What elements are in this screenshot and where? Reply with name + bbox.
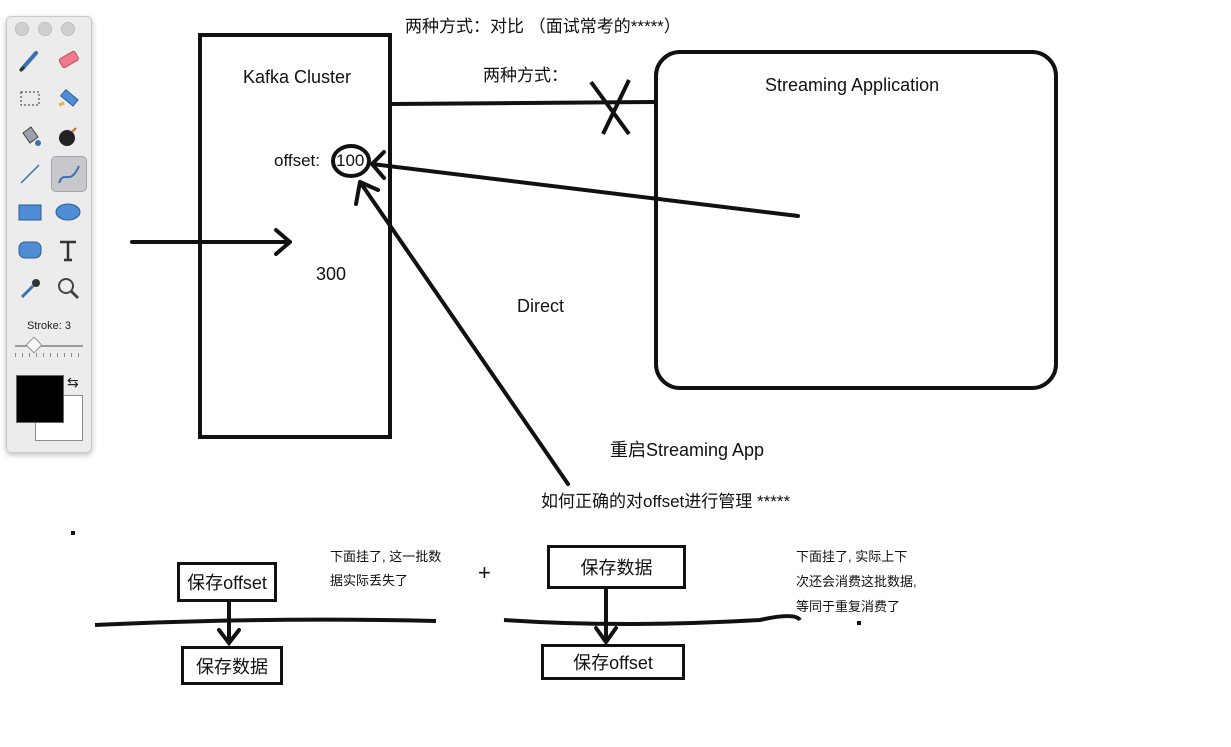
kafka-cluster-box xyxy=(198,33,392,439)
foreground-color-well[interactable] xyxy=(16,375,64,423)
close-button[interactable] xyxy=(15,22,29,36)
rounded-rectangle-tool[interactable] xyxy=(13,233,47,267)
ellipse-icon xyxy=(55,203,81,221)
ellipse-tool[interactable] xyxy=(51,195,85,229)
left-save-offset-box: 保存offset xyxy=(177,562,277,602)
streaming-app-label: Streaming Application xyxy=(765,75,940,95)
zoom-button[interactable] xyxy=(61,22,75,36)
right-note-line3: 等同于重复消费了 xyxy=(796,599,901,614)
direct-label: Direct xyxy=(517,296,565,316)
kafka-cluster-label: Kafka Cluster xyxy=(243,67,352,87)
highlighter-icon xyxy=(58,88,79,107)
left-horizon-line xyxy=(94,617,437,627)
stroke-slider[interactable] xyxy=(15,345,83,347)
eraser-icon xyxy=(58,50,79,69)
heading-text: 两种方式：对比 （面试常考的*****） xyxy=(405,17,681,36)
eraser-tool[interactable] xyxy=(51,43,85,77)
count-value: 300 xyxy=(316,264,347,284)
selection-tool[interactable] xyxy=(13,81,47,115)
paint-bucket-tool[interactable] xyxy=(13,119,47,153)
app-to-offset-arrow xyxy=(370,150,800,218)
zoom-icon xyxy=(58,278,80,300)
manage-offset-label: 如何正确的对offset进行管理 ***** xyxy=(541,492,791,511)
curve-tool[interactable] xyxy=(51,156,87,192)
right-note-line1: 下面挂了, 实际上下 xyxy=(796,549,908,564)
curve-icon xyxy=(58,165,80,184)
rounded-rectangle-icon xyxy=(18,241,42,259)
stroke-label: Stroke: 3 xyxy=(26,320,72,332)
connection-line xyxy=(391,100,657,106)
offset-circle xyxy=(331,144,371,178)
tool-palette: Stroke: 3 ⇆ xyxy=(6,16,92,453)
left-down-arrow xyxy=(217,600,241,647)
highlighter-tool[interactable] xyxy=(51,81,85,115)
text-tool[interactable] xyxy=(51,233,85,267)
selection-icon xyxy=(20,91,40,106)
swap-colors-icon[interactable]: ⇆ xyxy=(67,374,79,390)
two-ways-label: 两种方式： xyxy=(483,66,568,85)
right-note-line2: 次还会消费这批数据, xyxy=(796,574,917,589)
input-arrow xyxy=(130,228,292,256)
text-icon xyxy=(60,240,76,262)
offset-label: offset: xyxy=(274,151,320,170)
stray-dot xyxy=(857,621,861,625)
stroke-slider-ticks xyxy=(15,353,83,357)
restart-label: 重启Streaming App xyxy=(610,440,765,460)
brush-tool[interactable] xyxy=(13,43,47,77)
window-controls xyxy=(15,22,75,36)
right-save-offset-box: 保存offset xyxy=(541,644,685,680)
right-save-data-box: 保存数据 xyxy=(547,545,686,589)
left-note-line1: 下面挂了, 这一批数 xyxy=(330,549,442,564)
bomb-icon xyxy=(59,127,77,146)
brush-icon xyxy=(18,51,38,73)
restart-arrow xyxy=(354,180,570,486)
right-horizon-line xyxy=(503,614,802,626)
streaming-app-box xyxy=(654,50,1058,390)
line-icon xyxy=(20,164,40,184)
rectangle-icon xyxy=(18,204,42,221)
eyedropper-icon xyxy=(20,279,40,299)
eyedropper-tool[interactable] xyxy=(13,271,47,305)
plus-sign: + xyxy=(478,560,491,585)
cross-mark xyxy=(589,79,631,136)
bomb-tool[interactable] xyxy=(51,119,85,153)
line-tool[interactable] xyxy=(13,157,47,191)
offset-value: 100 xyxy=(336,151,365,170)
left-note-line2: 据实际丢失了 xyxy=(330,573,409,588)
paint-bucket-icon xyxy=(22,126,41,146)
right-down-arrow xyxy=(594,588,618,646)
stray-dot xyxy=(71,531,75,535)
left-save-data-box: 保存数据 xyxy=(181,646,283,685)
zoom-tool[interactable] xyxy=(51,271,85,305)
rectangle-tool[interactable] xyxy=(13,195,47,229)
stroke-slider-thumb[interactable] xyxy=(25,336,43,354)
minimize-button[interactable] xyxy=(38,22,52,36)
